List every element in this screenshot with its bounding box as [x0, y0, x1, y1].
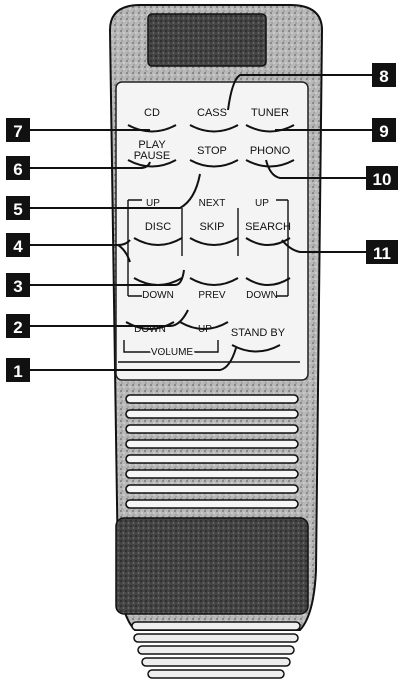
- pause-label: PAUSE: [134, 150, 170, 162]
- svg-text:2: 2: [13, 318, 22, 337]
- tuner-button[interactable]: [245, 124, 295, 133]
- search-up-button[interactable]: [245, 237, 291, 246]
- cass-label: CASS: [197, 107, 227, 119]
- next-label: NEXT: [199, 198, 226, 209]
- svg-text:4: 4: [13, 237, 23, 256]
- speaker-grille: [125, 394, 299, 509]
- keypad-panel: [115, 81, 309, 381]
- battery-cover: [115, 517, 309, 615]
- svg-text:1: 1: [13, 362, 22, 381]
- cd-label: CD: [144, 107, 160, 119]
- phono-label: PHONO: [250, 145, 291, 157]
- up-left-label: UP: [146, 198, 160, 209]
- callout-11: 11: [366, 240, 398, 264]
- callout-6: 6: [6, 156, 30, 180]
- bottom-ridges: [131, 621, 301, 679]
- svg-text:9: 9: [379, 122, 388, 141]
- volume-down-button[interactable]: [125, 321, 175, 330]
- svg-text:3: 3: [13, 277, 22, 296]
- stop-label: STOP: [197, 145, 227, 157]
- play-pause-button[interactable]: [127, 159, 177, 168]
- callout-7: 7: [6, 118, 30, 142]
- callout-3: 3: [6, 273, 30, 297]
- up-right-label: UP: [255, 198, 269, 209]
- svg-text:11: 11: [373, 244, 391, 263]
- skip-next-button[interactable]: [189, 237, 239, 246]
- callout-8: 8: [372, 63, 396, 87]
- search-down-button[interactable]: [245, 277, 291, 286]
- skip-prev-button[interactable]: [189, 277, 239, 286]
- tuner-label: TUNER: [251, 107, 289, 119]
- standby-label: STAND BY: [231, 327, 286, 339]
- vol-up-label: UP: [198, 324, 212, 335]
- callout-lines: [30, 74, 372, 371]
- prev-label: PREV: [198, 290, 226, 301]
- svg-text:10: 10: [373, 170, 392, 189]
- volume-up-button[interactable]: [179, 321, 229, 330]
- callout-9: 9: [372, 118, 396, 142]
- standby-button[interactable]: [231, 344, 281, 353]
- down-left-label: DOWN: [142, 290, 174, 301]
- down-right-label: DOWN: [246, 290, 278, 301]
- svg-text:8: 8: [379, 67, 388, 86]
- svg-text:7: 7: [13, 122, 22, 141]
- disc-up-button[interactable]: [133, 237, 183, 246]
- cd-button[interactable]: [127, 124, 177, 133]
- play-label: PLAY: [138, 139, 166, 151]
- callout-1: 1: [6, 358, 30, 382]
- ir-window: [147, 13, 267, 67]
- search-label: SEARCH: [245, 221, 291, 233]
- callout-2: 2: [6, 314, 30, 338]
- callout-5: 5: [6, 196, 30, 220]
- phono-button[interactable]: [245, 159, 295, 168]
- callout-10: 10: [366, 166, 398, 190]
- cass-button[interactable]: [189, 124, 239, 133]
- group-brackets: [118, 199, 300, 363]
- svg-text:6: 6: [13, 160, 22, 179]
- skip-label: SKIP: [199, 221, 224, 233]
- volume-label: VOLUME: [151, 347, 194, 358]
- svg-text:5: 5: [13, 200, 22, 219]
- vol-down-label: DOWN: [134, 324, 166, 335]
- disc-label: DISC: [145, 221, 171, 233]
- stop-button[interactable]: [189, 159, 239, 168]
- callout-4: 4: [6, 233, 30, 257]
